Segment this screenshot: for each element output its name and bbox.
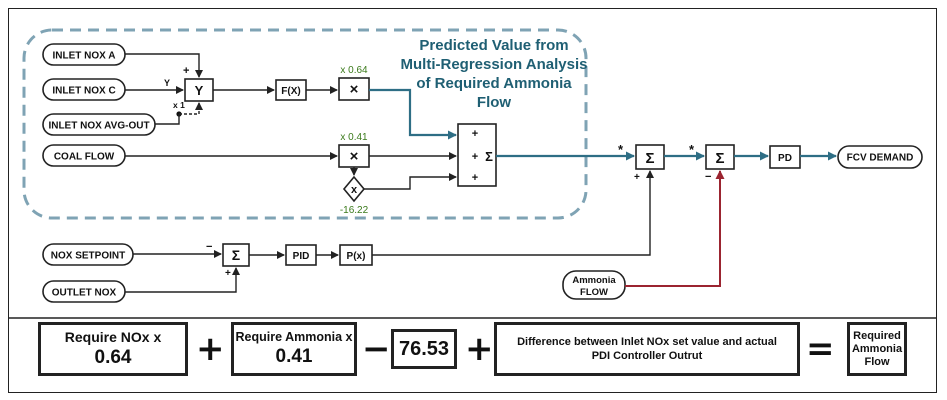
svg-text:COAL FLOW: COAL FLOW — [54, 152, 115, 163]
svg-text:Y: Y — [195, 83, 204, 98]
term-ammonia-label: Require Ammonia x — [235, 330, 353, 344]
ammonia-feedback-line — [625, 170, 725, 287]
fcv-demand-output: FCV DEMAND — [837, 145, 923, 169]
svg-text:Σ: Σ — [645, 150, 654, 167]
svg-text:FLOW: FLOW — [580, 287, 608, 298]
outer-frame — [8, 8, 937, 393]
pid-block: PID — [285, 244, 317, 266]
pid-summer: Σ — [222, 243, 250, 267]
equation-term-constant: 76.53 — [391, 329, 457, 369]
svg-text:OUTLET NOX: OUTLET NOX — [52, 288, 117, 299]
equation-term-nox: Require NOx x 0.64 — [38, 322, 188, 376]
svg-text:INLET NOX C: INLET NOX C — [52, 86, 115, 97]
svg-text:NOX SETPOINT: NOX SETPOINT — [51, 251, 125, 262]
teal-flow-lines — [369, 88, 837, 161]
svg-text:PD: PD — [778, 153, 792, 164]
svg-text:P(x): P(x) — [347, 251, 366, 262]
svg-text:FCV DEMAND: FCV DEMAND — [847, 153, 914, 164]
regression-title-line-4: Flow — [477, 94, 511, 111]
plus-sign: + — [183, 65, 189, 77]
result-line-3: Flow — [864, 355, 890, 368]
svg-text:Σ: Σ — [715, 150, 724, 167]
svg-text:Σ: Σ — [232, 247, 240, 263]
fx-block: F(X) — [275, 79, 307, 101]
multiplier-block-041: × — [338, 144, 370, 168]
input-outlet-nox: OUTLET NOX — [42, 280, 126, 303]
regression-title-line-2: Multi-Regression Analysis — [401, 56, 588, 73]
regression-title-line-3: of Required Ammonia — [416, 75, 572, 92]
equation-minus: − — [362, 329, 391, 369]
svg-text:F(X): F(X) — [281, 86, 300, 97]
x1-mark: x 1 — [173, 100, 185, 110]
svg-text:+: + — [472, 151, 478, 163]
regression-title-line-1: Predicted Value from — [419, 37, 568, 54]
constant-label: -16.22 — [340, 205, 369, 216]
summer1-plus: + — [634, 172, 640, 183]
regression-summer: + + + Σ — [457, 123, 497, 187]
svg-text:×: × — [350, 148, 359, 165]
input-ammonia-flow: Ammonia FLOW — [562, 270, 626, 300]
pid-summer-minus: − — [206, 241, 212, 253]
svg-text:Σ: Σ — [485, 149, 493, 164]
input-coal-flow: COAL FLOW — [42, 144, 126, 167]
pid-summer-plus: + — [225, 268, 231, 279]
gain-label-041: x 0.41 — [340, 132, 368, 143]
term-constant-value: 76.53 — [398, 337, 450, 360]
input-inlet-nox-avg: INLET NOX AVG-OUT — [42, 113, 156, 136]
svg-text:x: x — [351, 184, 358, 196]
equation-term-difference: Difference between Inlet NOx set value a… — [494, 322, 800, 376]
equation-equals: = — [806, 329, 835, 369]
multiplier-block-064: × — [338, 77, 370, 101]
input-inlet-nox-c: INLET NOX C — [42, 78, 126, 101]
summer1-star: * — [618, 142, 624, 157]
summer2-star: * — [689, 142, 695, 157]
summer2-minus: − — [705, 171, 711, 183]
equation-plus-2: + — [465, 329, 494, 369]
svg-text:Ammonia: Ammonia — [572, 275, 616, 286]
result-line-2: Ammonia — [851, 342, 903, 355]
term-nox-value: 0.64 — [94, 347, 132, 368]
constant-diamond: x — [342, 175, 366, 203]
equation-result: Required Ammonia Flow — [847, 322, 907, 376]
input-nox-setpoint: NOX SETPOINT — [42, 243, 134, 266]
summer-block-2: Σ — [705, 144, 735, 170]
gain-label-064: x 0.64 — [340, 65, 368, 76]
summer-block-1: Σ — [635, 144, 665, 170]
y-mark: Y — [164, 78, 170, 88]
result-line-1: Required — [853, 329, 901, 342]
equation-plus-1: + — [196, 329, 225, 369]
svg-text:PID: PID — [293, 251, 310, 262]
svg-text:×: × — [350, 81, 359, 98]
svg-text:INLET NOX A: INLET NOX A — [53, 51, 116, 62]
equation-term-ammonia: Require Ammonia x 0.41 — [231, 322, 357, 376]
black-connectors — [125, 53, 654, 293]
px-block: P(x) — [339, 244, 373, 266]
term-ammonia-value: 0.41 — [275, 346, 313, 367]
svg-text:+: + — [472, 172, 478, 184]
term-nox-label: Require NOx x — [64, 329, 162, 345]
selector-block: Y — [184, 78, 214, 102]
svg-text:+: + — [472, 128, 478, 140]
regression-region — [22, 28, 588, 220]
svg-text:INLET NOX AVG-OUT: INLET NOX AVG-OUT — [48, 121, 149, 132]
input-inlet-nox-a: INLET NOX A — [42, 43, 126, 66]
pd-block: PD — [769, 145, 801, 169]
term-difference-line-2: PDI Controller Outrut — [591, 350, 703, 362]
term-difference-line-1: Difference between Inlet NOx set value a… — [517, 336, 777, 348]
